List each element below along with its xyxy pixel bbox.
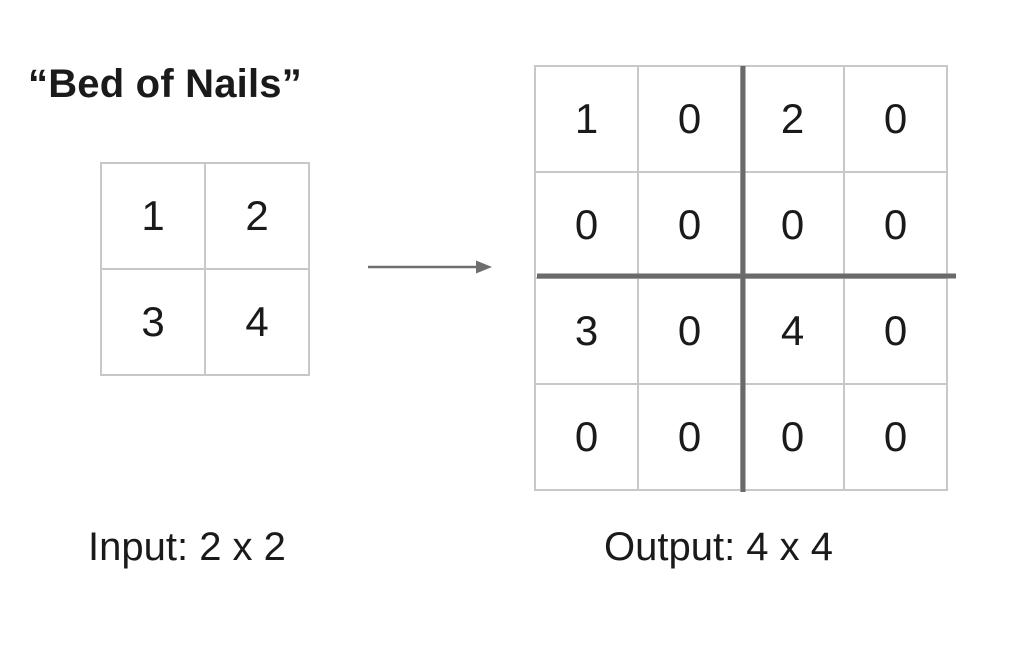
output-caption: Output: 4 x 4 (604, 525, 834, 569)
output-cell: 0 (637, 65, 742, 173)
output-cell: 0 (843, 277, 948, 385)
output-cell: 0 (637, 277, 742, 385)
output-cell: 0 (534, 171, 639, 279)
input-grid-row: 1 2 (100, 162, 310, 270)
output-cell: 3 (534, 277, 639, 385)
input-grid-row: 3 4 (100, 268, 310, 376)
output-cell: 1 (534, 65, 639, 173)
output-grid-row: 1 0 2 0 (534, 65, 948, 173)
input-cell: 4 (204, 268, 310, 376)
output-grid-row: 3 0 4 0 (534, 277, 948, 385)
output-cell: 2 (740, 65, 845, 173)
arrow-head-icon (476, 260, 492, 274)
output-cell: 0 (843, 171, 948, 279)
input-caption: Input: 2 x 2 (88, 525, 286, 569)
output-cell: 4 (740, 277, 845, 385)
diagram-title: “Bed of Nails” (28, 62, 302, 106)
output-cell: 0 (740, 383, 845, 491)
output-grid-row: 0 0 0 0 (534, 171, 948, 279)
output-cell: 0 (637, 383, 742, 491)
output-cell: 0 (534, 383, 639, 491)
output-cell: 0 (637, 171, 742, 279)
output-cell: 0 (843, 65, 948, 173)
output-cell: 0 (740, 171, 845, 279)
input-cell: 3 (100, 268, 206, 376)
output-grid-row: 0 0 0 0 (534, 383, 948, 491)
output-cell: 0 (843, 383, 948, 491)
input-cell: 1 (100, 162, 206, 270)
input-grid: 1 2 3 4 (100, 162, 310, 376)
output-grid: 1 0 2 0 0 0 0 0 3 0 4 0 0 0 0 0 (534, 65, 948, 491)
input-cell: 2 (204, 162, 310, 270)
